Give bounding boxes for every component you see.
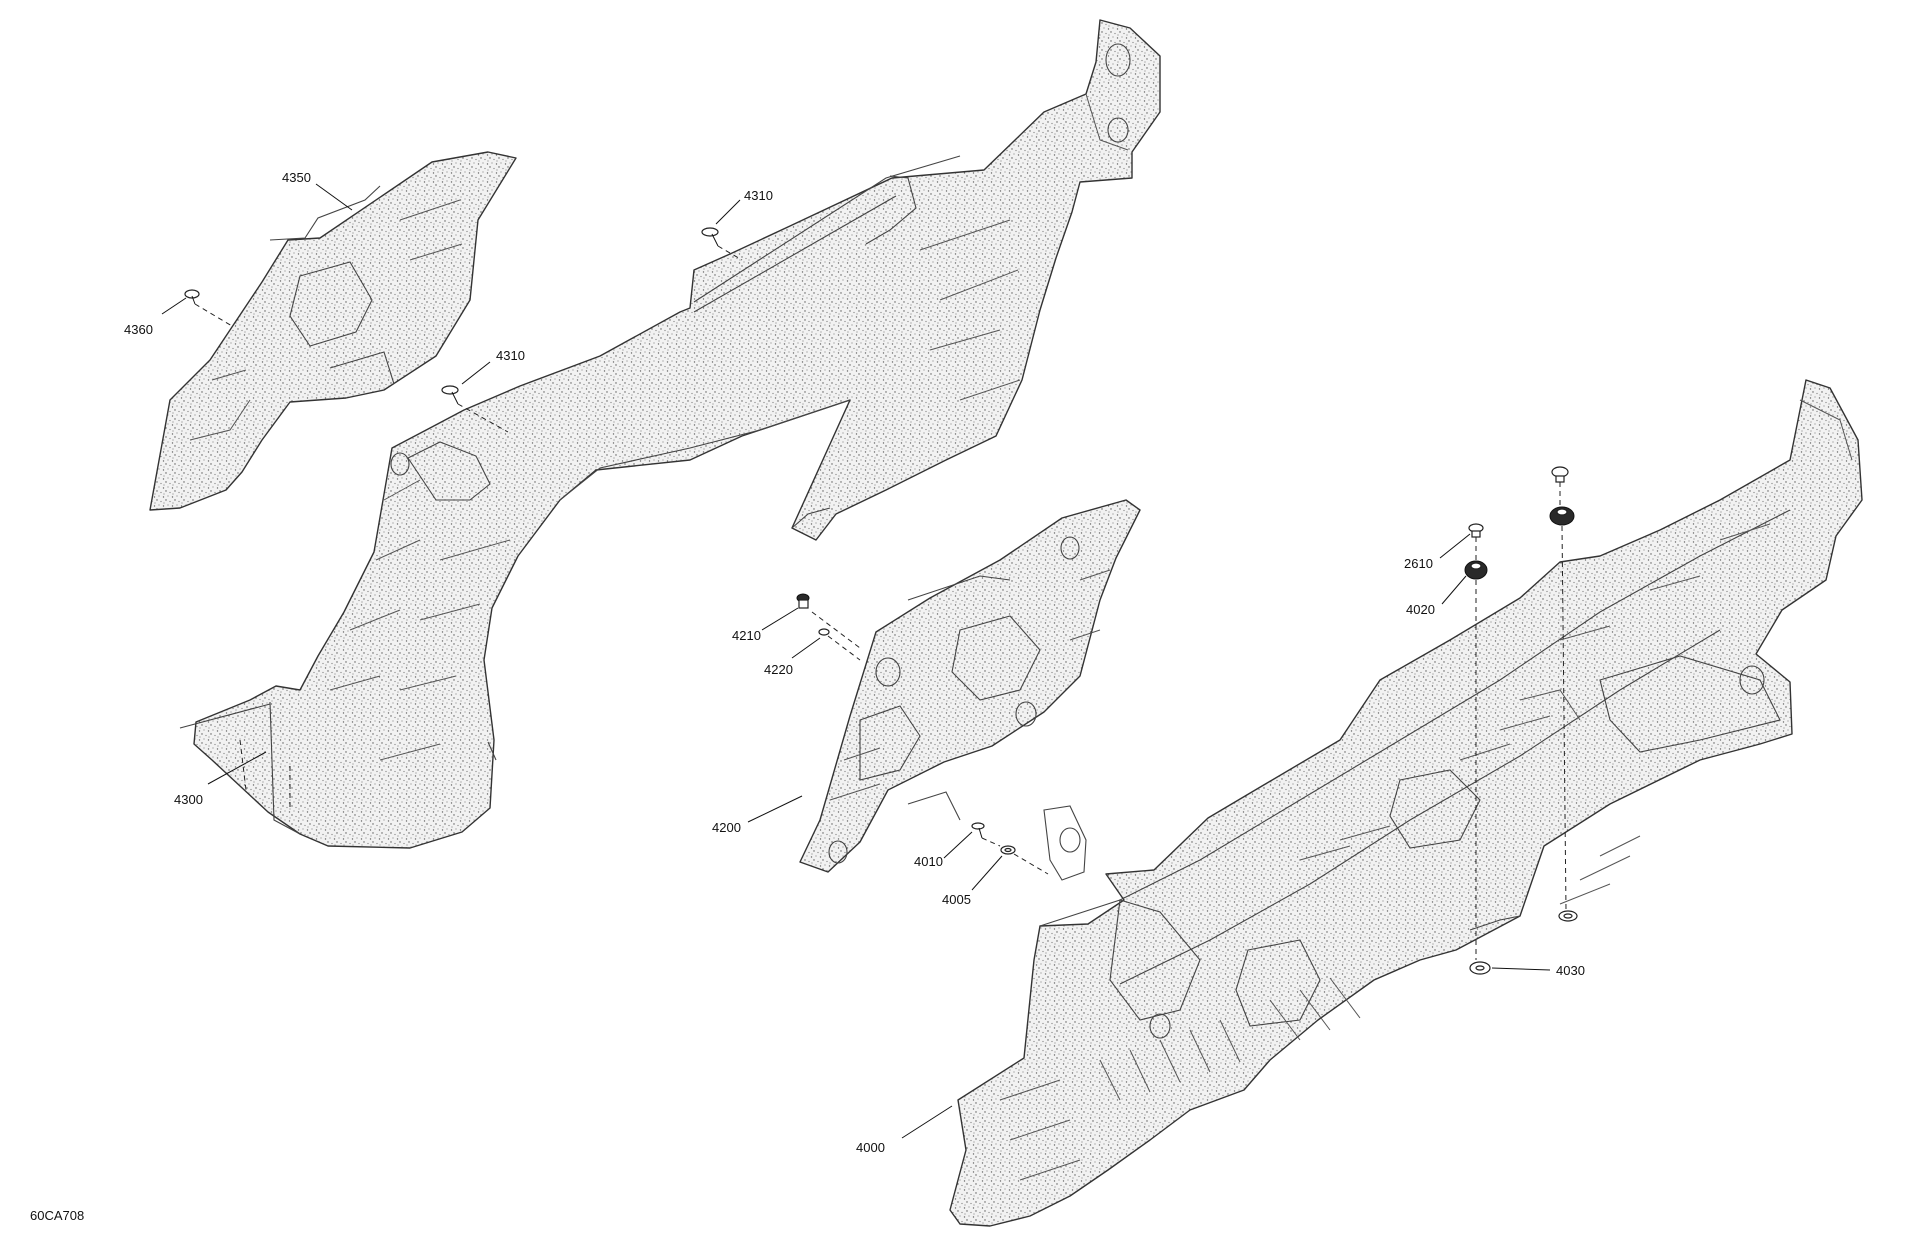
callout-labels: 4350 4360 4310 4310 4300 4210 4220 4200 …: [124, 170, 1585, 1155]
callout-4005: 4005: [942, 892, 971, 907]
fastener-4210: [796, 593, 810, 609]
fastener-4030-upper: [1558, 910, 1578, 922]
callout-4360: 4360: [124, 322, 153, 337]
fastener-4020-left: [1464, 560, 1488, 580]
assembly-lines: [194, 245, 1567, 960]
callout-4200: 4200: [712, 820, 741, 835]
fastener-4310-lower: [441, 385, 459, 405]
callout-4220: 4220: [764, 662, 793, 677]
fastener-4360: [184, 289, 200, 305]
fastener-4030-lower: [1469, 961, 1491, 975]
fastener-4005: [1000, 845, 1016, 855]
callout-2610: 2610: [1404, 556, 1433, 571]
callout-4310-upper: 4310: [744, 188, 773, 203]
callout-4020: 4020: [1406, 602, 1435, 617]
callout-4300: 4300: [174, 792, 203, 807]
callout-4000: 4000: [856, 1140, 885, 1155]
panel-4200: [799, 499, 1141, 873]
fastener-4020-right: [1549, 506, 1575, 526]
fastener-2610-right: [1551, 466, 1569, 483]
fastener-4010: [971, 822, 985, 839]
callout-4210: 4210: [732, 628, 761, 643]
callout-4310-lower: 4310: [496, 348, 525, 363]
fastener-2610-left: [1468, 523, 1484, 538]
leader-lines: [161, 183, 1551, 1139]
figure-id: 60CA708: [30, 1208, 84, 1223]
panel-4300: [179, 19, 1161, 849]
fastener-4310-upper: [701, 227, 719, 247]
callout-4350: 4350: [282, 170, 311, 185]
panel-4350: [149, 151, 517, 511]
frame-4000: [949, 379, 1863, 1227]
callout-4010: 4010: [914, 854, 943, 869]
callout-4030: 4030: [1556, 963, 1585, 978]
fastener-4220: [818, 628, 830, 636]
